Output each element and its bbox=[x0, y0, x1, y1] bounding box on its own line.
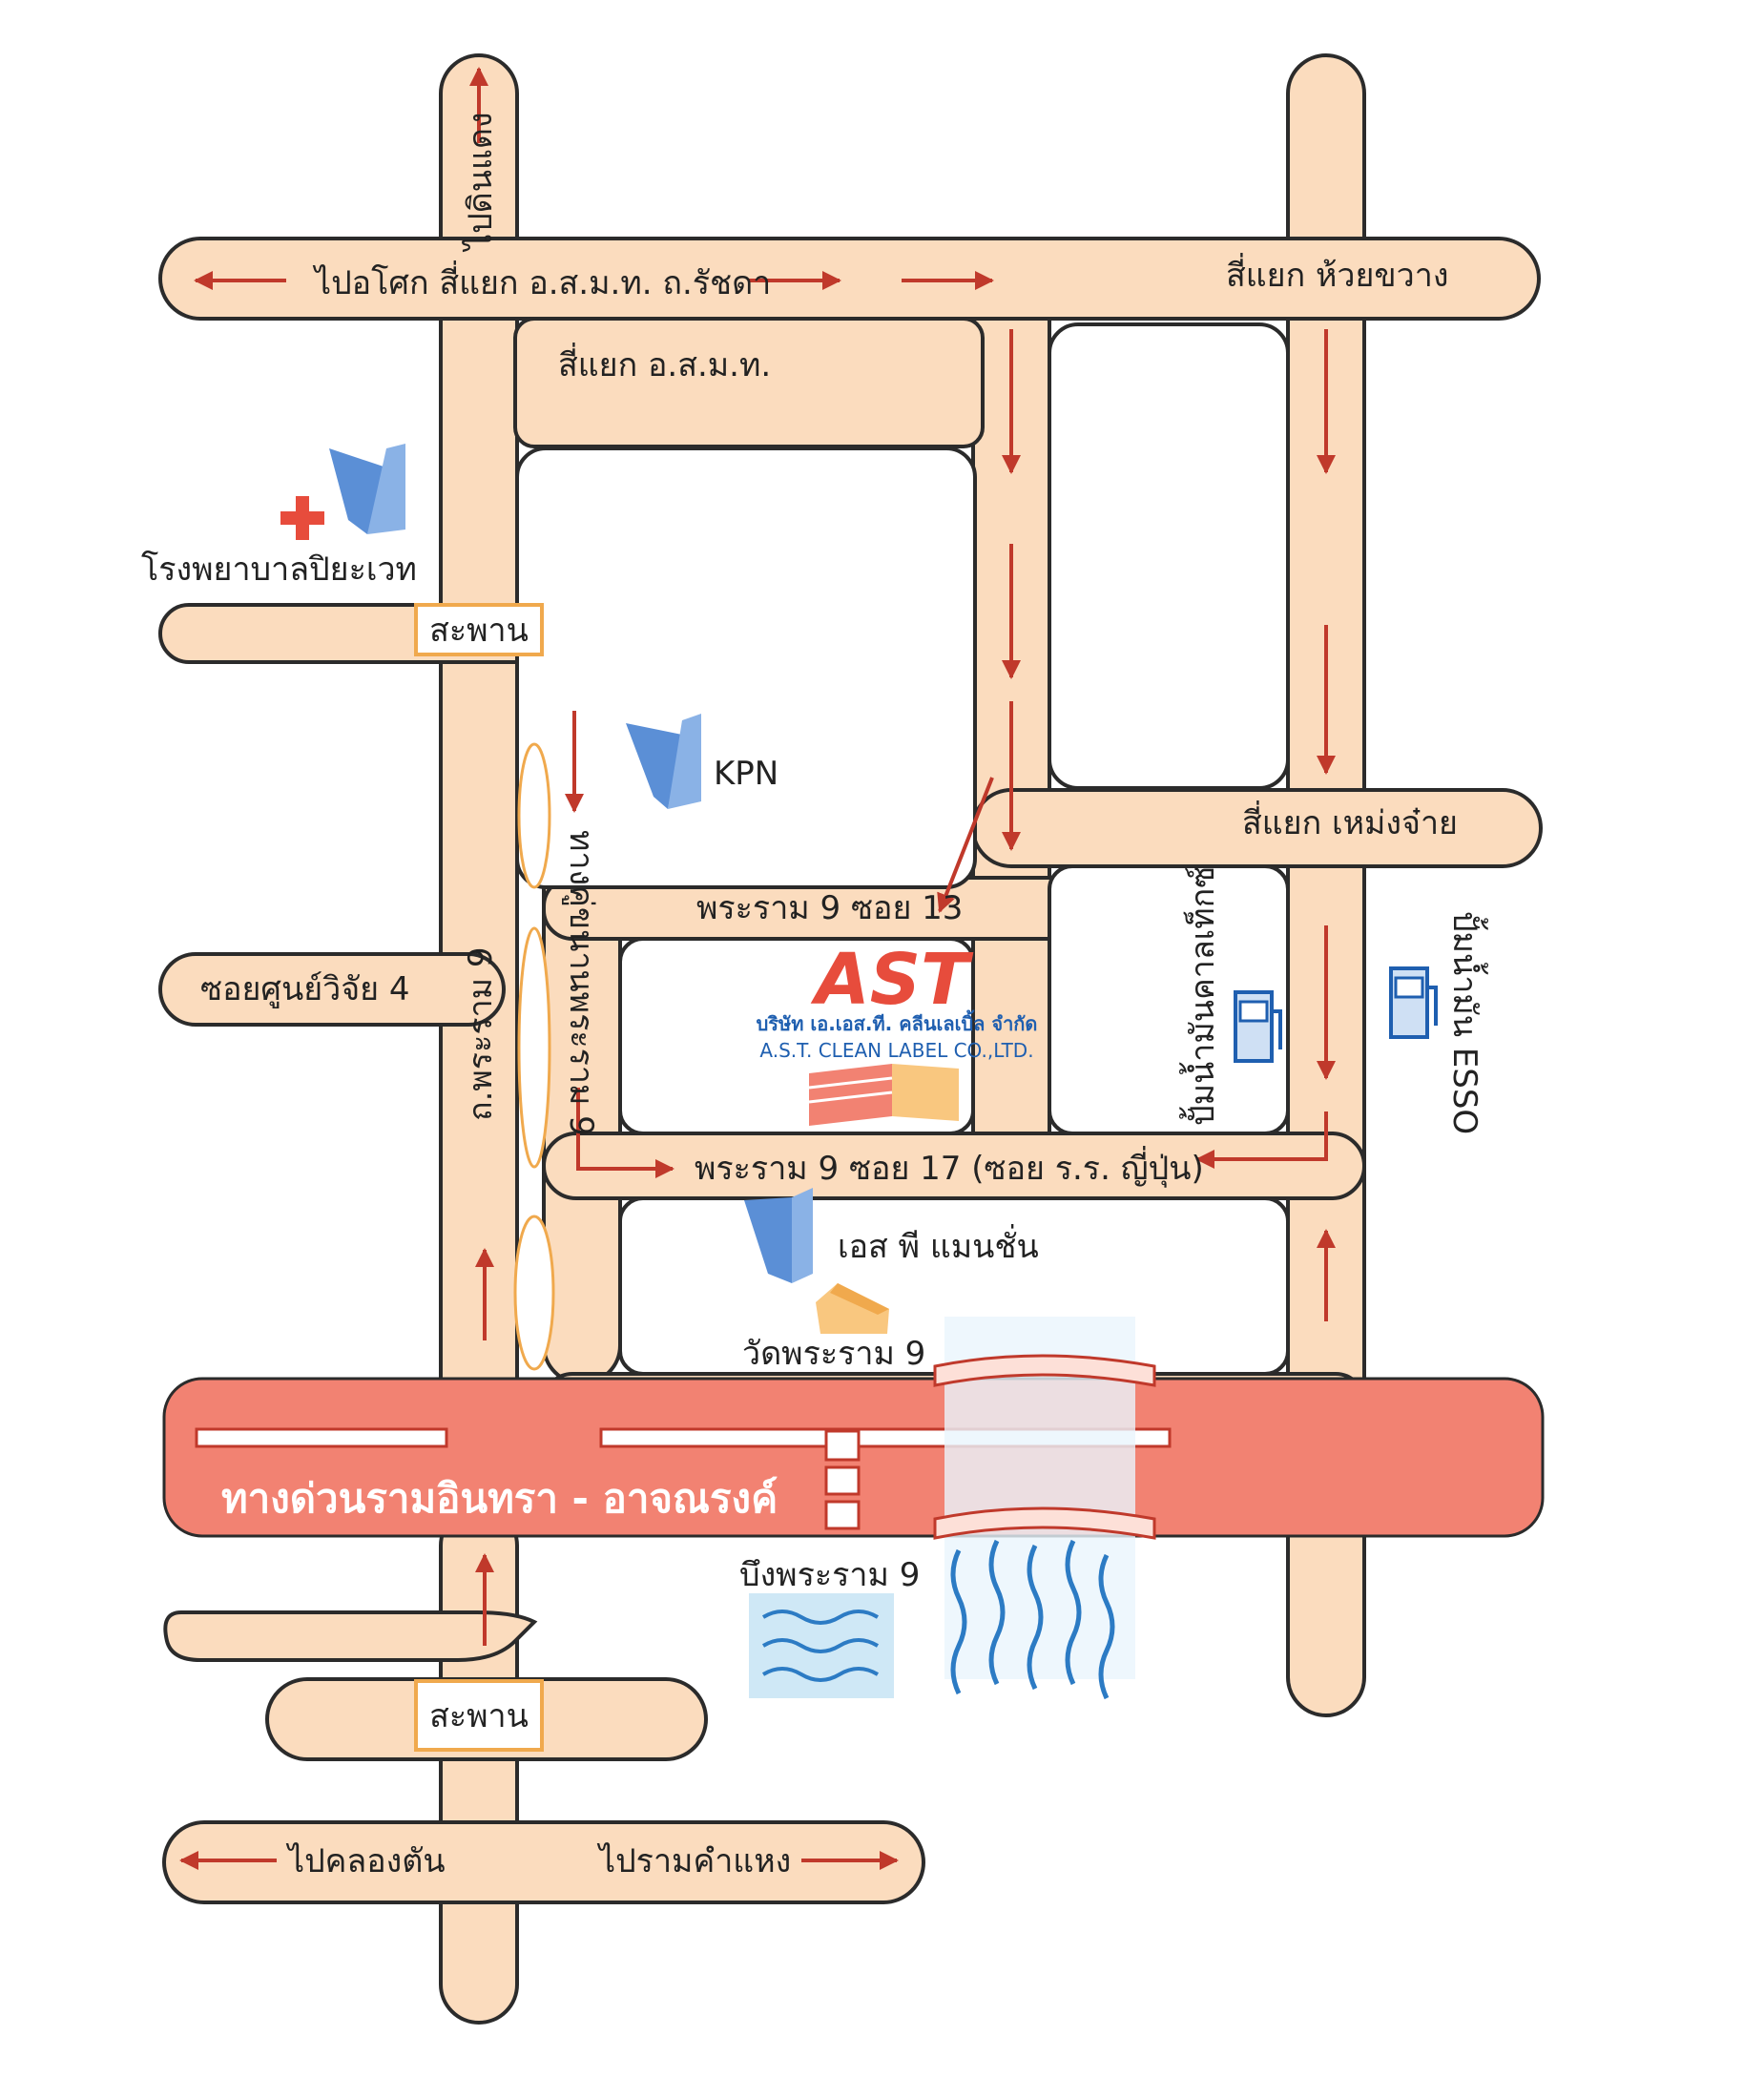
expressway: ทางด่วนรามอินทรา - อาจณรงค์ bbox=[162, 1377, 1545, 1538]
expressway-lane-1 bbox=[195, 1427, 448, 1448]
bridge-top: สะพาน bbox=[414, 603, 544, 656]
label-osmt: สี่แยก อ.ส.ม.ท. bbox=[558, 343, 771, 384]
road-bottom-horizontal bbox=[162, 1820, 925, 1904]
bridge-top-label: สะพาน bbox=[429, 612, 529, 650]
water-wave-icon bbox=[950, 1539, 1115, 1700]
label-to-ramkhamhaeng: ไปรามคำแหง bbox=[596, 1842, 791, 1880]
arrow bbox=[1195, 1111, 1328, 1169]
factory-icon bbox=[808, 1064, 959, 1126]
median-islands bbox=[513, 742, 555, 1371]
ast-logo: AST bbox=[810, 939, 974, 1021]
road-bottom-curve bbox=[163, 1610, 538, 1662]
block-top-right bbox=[1048, 322, 1290, 790]
ast-name-en: A.S.T. CLEAN LABEL CO.,LTD. bbox=[759, 1039, 1033, 1062]
arrow bbox=[937, 777, 994, 913]
road-left-vertical-bottom bbox=[439, 1506, 519, 2025]
median-island bbox=[517, 926, 551, 1169]
label-soi-research: ซอยศูนย์วิจัย 4 bbox=[200, 970, 410, 1008]
label-piyavate: โรงพยาบาลปิยะเวท bbox=[141, 550, 417, 589]
traffic-arrows bbox=[179, 67, 1336, 1870]
label-parallel-road: ทางคู่ขนานพระราม 9 bbox=[562, 830, 600, 1136]
gas-pump-icon bbox=[1234, 990, 1282, 1063]
label-wat-rama9: วัดพระราม 9 bbox=[742, 1335, 925, 1373]
median-island bbox=[517, 742, 551, 889]
arrow bbox=[576, 1088, 674, 1178]
label-rama9-road: ถ.พระราม 9 bbox=[462, 946, 500, 1121]
label-soi13: พระราม 9 ซอย 13 bbox=[696, 889, 963, 927]
hospital-cross-icon bbox=[280, 496, 324, 540]
label-huai-khwang: สี่แยก ห้วยขวาง bbox=[1226, 253, 1448, 295]
label-caltex: ปั้มน้ำมันคาลเท็กซ์ bbox=[1179, 866, 1222, 1126]
building-icon bbox=[626, 714, 701, 809]
ast-company: AST บริษัท เอ.เอส.ที. คลีนเลเบิ้ล จำกัด … bbox=[757, 939, 1038, 1126]
label-kpn: KPN bbox=[714, 755, 778, 793]
label-esso: ปั้มน้ำมัน ESSO bbox=[1445, 911, 1488, 1134]
block-caltex bbox=[1048, 864, 1290, 1135]
bridge-bottom-label: สะพาน bbox=[429, 1697, 529, 1735]
bridge-bottom: สะพาน bbox=[414, 1679, 544, 1752]
lake-water-icon bbox=[749, 1593, 894, 1698]
lake-bridge bbox=[933, 1317, 1156, 1679]
expressway-booth bbox=[824, 1500, 861, 1530]
block-top-left bbox=[515, 447, 977, 889]
label-to-din-daeng: ไปดินแดง bbox=[462, 112, 500, 253]
label-soi17: พระราม 9 ซอย 17 (ซอย ร.ร. ญี่ปุ่น) bbox=[695, 1146, 1204, 1188]
expressway-booth bbox=[824, 1429, 861, 1462]
street-labels: ไปดินแดง ไปอโศก สี่แยก อ.ส.ม.ท. ถ.รัชดา … bbox=[141, 112, 1488, 1880]
label-mengjai: สี่แยก เหม่งจ๋าย bbox=[1242, 800, 1458, 842]
label-sp-mansion: เอส พี แมนชั่น bbox=[838, 1224, 1039, 1266]
expressway-label: ทางด่วนรามอินทรา - อาจณรงค์ bbox=[221, 1475, 778, 1522]
expressway-booth bbox=[824, 1465, 861, 1496]
ast-name-th: บริษัท เอ.เอส.ที. คลีนเลเบิ้ล จำกัด bbox=[757, 1009, 1038, 1035]
label-to-khlong-ton: ไปคลองตัน bbox=[285, 1842, 446, 1880]
gas-pump-icon bbox=[1389, 966, 1438, 1039]
median-island bbox=[513, 1215, 555, 1371]
temple-icon bbox=[816, 1283, 889, 1334]
road-soi-research bbox=[158, 952, 506, 1027]
building-icon bbox=[744, 1188, 813, 1283]
label-bueng-rama9: บึงพระราม 9 bbox=[739, 1556, 920, 1594]
label-to-asok: ไปอโศก สี่แยก อ.ส.ม.ท. ถ.รัชดา bbox=[312, 260, 771, 302]
building-icon bbox=[329, 444, 405, 534]
